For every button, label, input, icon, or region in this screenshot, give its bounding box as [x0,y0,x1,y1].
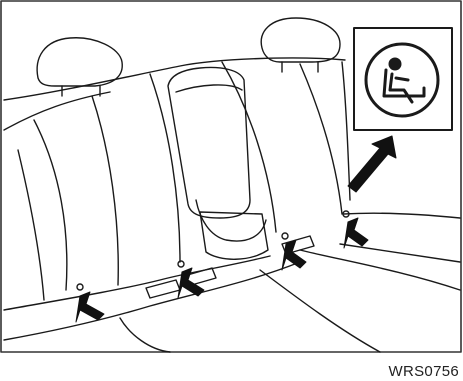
child-seat-anchor-icon [384,59,424,102]
armrest-cavity-lower [196,200,266,241]
left-headrest-stays [62,86,100,96]
left-seatback-edge [92,96,118,285]
left-headrest [37,38,122,86]
anchor-arrow-right [344,218,368,248]
seatback-top-outline [4,58,345,100]
armrest-pocket [200,212,268,259]
left-center-seam [150,74,180,262]
right-outer-seam [342,62,350,200]
anchor-arrow-left [76,292,104,322]
anchor-point-left [77,284,83,290]
right-headrest [261,18,340,62]
cushion-right-top [340,244,460,262]
callout-arrow-to-icon [348,136,396,192]
cushion-rear-line [4,256,270,310]
figure-reference-code: WRS0756 [389,363,459,380]
anchor-arrow-center-right [282,240,306,270]
right-seatback-edge [300,64,342,214]
right-seatback-bottom [344,213,460,218]
left-seam-inner [34,120,67,290]
figure-frame [1,1,461,352]
anchor-point-center-left [178,261,184,267]
cushion-left-split [120,318,170,352]
armrest-top-line [176,85,242,92]
cushion-front-line [4,262,300,340]
left-seam-outer [18,150,44,300]
cushion-right-rear [300,250,460,290]
child-seat-anchor-symbol [354,28,452,130]
anchor-point-center-right [282,233,288,239]
cushion-right-split [260,270,380,352]
